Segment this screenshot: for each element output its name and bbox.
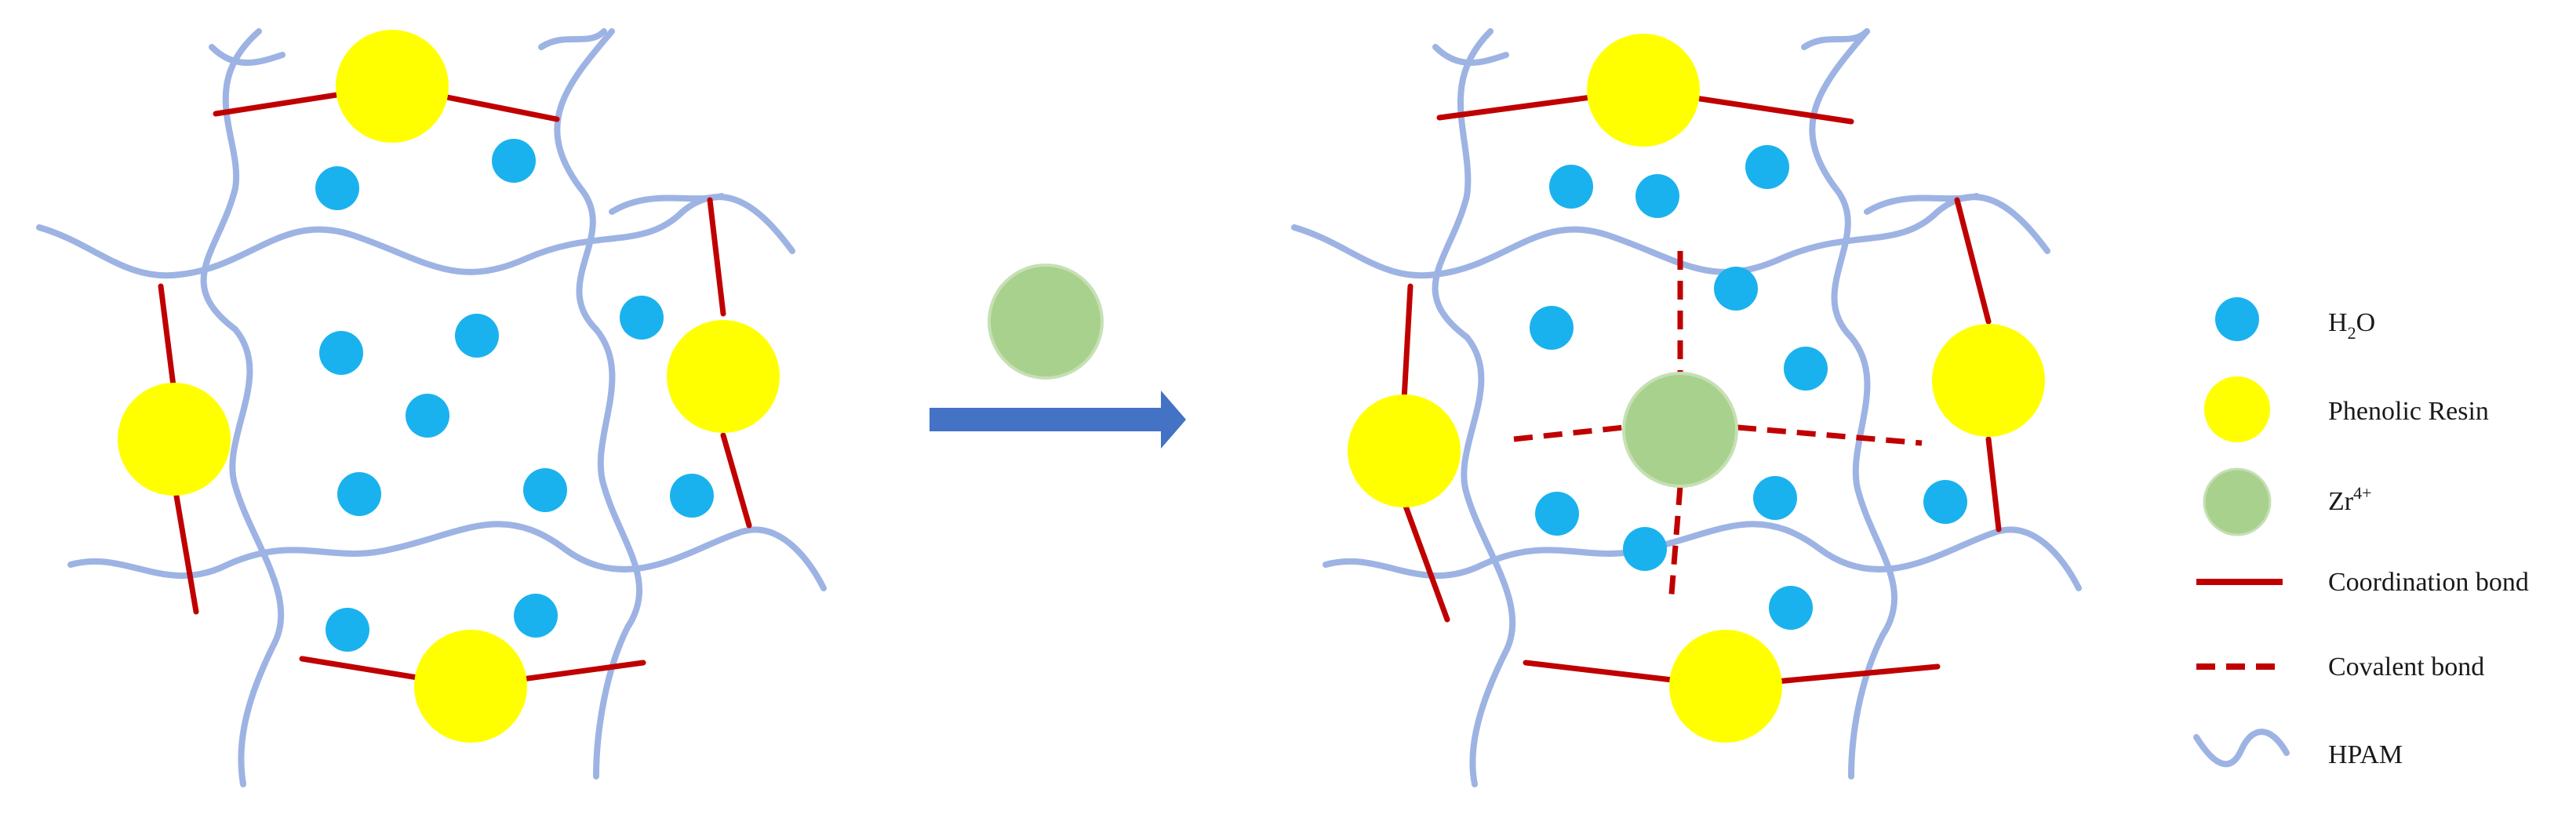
arrow-head xyxy=(1161,391,1186,449)
legend-item-covalent: Covalent bond xyxy=(2196,652,2484,682)
legend-item-hpam: HPAM xyxy=(2193,729,2403,769)
hpam-chain xyxy=(1291,194,2050,279)
hpam-chain xyxy=(1809,28,1898,780)
hpam-chain xyxy=(1801,28,1870,50)
water-molecule xyxy=(1714,267,1758,311)
right-water-group xyxy=(1530,145,1967,630)
water-molecule xyxy=(1535,492,1579,536)
hpam-chain xyxy=(1432,28,1516,787)
hpam-chain xyxy=(200,28,285,787)
covalent-bond xyxy=(1668,485,1683,605)
coordination-bond xyxy=(1954,197,1992,325)
water-molecule xyxy=(1923,480,1967,524)
reaction-indicator xyxy=(930,264,1186,449)
water-molecule xyxy=(514,594,558,638)
water-molecule xyxy=(406,394,449,438)
legend-covalent-label: Covalent bond xyxy=(2328,652,2484,682)
legend-zr-label: Zr4+ xyxy=(2328,483,2372,516)
legend-resin-label: Phenolic Resin xyxy=(2328,397,2489,426)
hpam-chain xyxy=(1432,44,1509,66)
right-network xyxy=(1291,28,2082,787)
legend-item-resin: Phenolic Resin xyxy=(2204,376,2489,442)
legend-coordination-label: Coordination bond xyxy=(2328,568,2529,597)
phenolic-resin-particle xyxy=(336,30,449,143)
hpam-chain xyxy=(538,28,607,50)
phenolic-resin-particle xyxy=(118,383,231,496)
water-molecule xyxy=(455,314,499,358)
water-molecule xyxy=(1745,145,1789,189)
right-covalent-bonds xyxy=(1513,251,1923,605)
water-molecule xyxy=(1623,527,1667,571)
right-resin-group xyxy=(1348,34,2045,743)
left-water-group xyxy=(315,139,714,652)
phenolic-resin-particle xyxy=(1669,630,1782,743)
hpam-chain xyxy=(1864,193,1980,215)
hpam-chain xyxy=(209,44,286,66)
phenolic-resin-particle xyxy=(414,630,527,743)
water-molecule xyxy=(492,139,536,183)
hpam-chain xyxy=(67,521,827,591)
left-hpam-chains xyxy=(36,28,827,787)
hpam-chain xyxy=(609,193,725,215)
phenolic-resin-particle xyxy=(1932,324,2045,437)
coordination-bond xyxy=(720,432,752,529)
legend-zr-swatch xyxy=(2203,467,2272,536)
water-molecule xyxy=(1635,174,1679,218)
legend-water-label: H2O xyxy=(2328,308,2375,343)
water-molecule xyxy=(1530,306,1574,350)
left-network xyxy=(36,28,827,787)
water-molecule xyxy=(337,472,381,516)
water-molecule xyxy=(1784,347,1828,391)
water-molecule xyxy=(620,296,664,340)
legend-item-coordination: Coordination bond xyxy=(2196,568,2529,597)
zr-ion-center xyxy=(1622,372,1738,488)
water-molecule xyxy=(523,468,567,512)
hpam-chain xyxy=(554,28,643,780)
water-molecule xyxy=(1753,476,1797,520)
coordination-bond xyxy=(1985,436,2002,532)
phenolic-resin-particle xyxy=(1587,34,1700,147)
hpam-chain xyxy=(1323,521,2082,591)
water-molecule xyxy=(670,474,714,518)
right-hpam-chains xyxy=(1291,28,2082,787)
water-molecule xyxy=(1549,165,1593,209)
covalent-bond xyxy=(1513,424,1625,442)
hpam-chain xyxy=(36,194,795,279)
legend-water-swatch xyxy=(2215,297,2259,341)
legend-hpam-label: HPAM xyxy=(2328,740,2403,769)
coordination-bond xyxy=(158,283,177,395)
water-molecule xyxy=(1769,586,1813,630)
water-molecule xyxy=(315,166,359,210)
legend-hpam-swatch xyxy=(2193,729,2290,768)
arrow-shaft xyxy=(930,408,1165,431)
phenolic-resin-particle xyxy=(667,320,780,433)
coordination-bond xyxy=(171,479,199,615)
coordination-bond xyxy=(1401,283,1414,403)
coordination-bond xyxy=(1401,499,1450,623)
covalent-bond xyxy=(1737,424,1923,446)
coordination-bond xyxy=(707,197,726,317)
phenolic-resin-particle xyxy=(1348,394,1461,507)
zr-ion-reagent xyxy=(988,264,1104,380)
legend-item-water: H2O xyxy=(2215,297,2375,343)
water-molecule xyxy=(326,608,369,652)
left-resin-group xyxy=(118,30,780,743)
legend-resin-swatch xyxy=(2204,376,2270,442)
water-molecule xyxy=(319,331,363,375)
legend: H2O Phenolic Resin Zr4+ Coordination bon… xyxy=(2193,297,2529,769)
legend-item-zr: Zr4+ xyxy=(2203,467,2372,536)
